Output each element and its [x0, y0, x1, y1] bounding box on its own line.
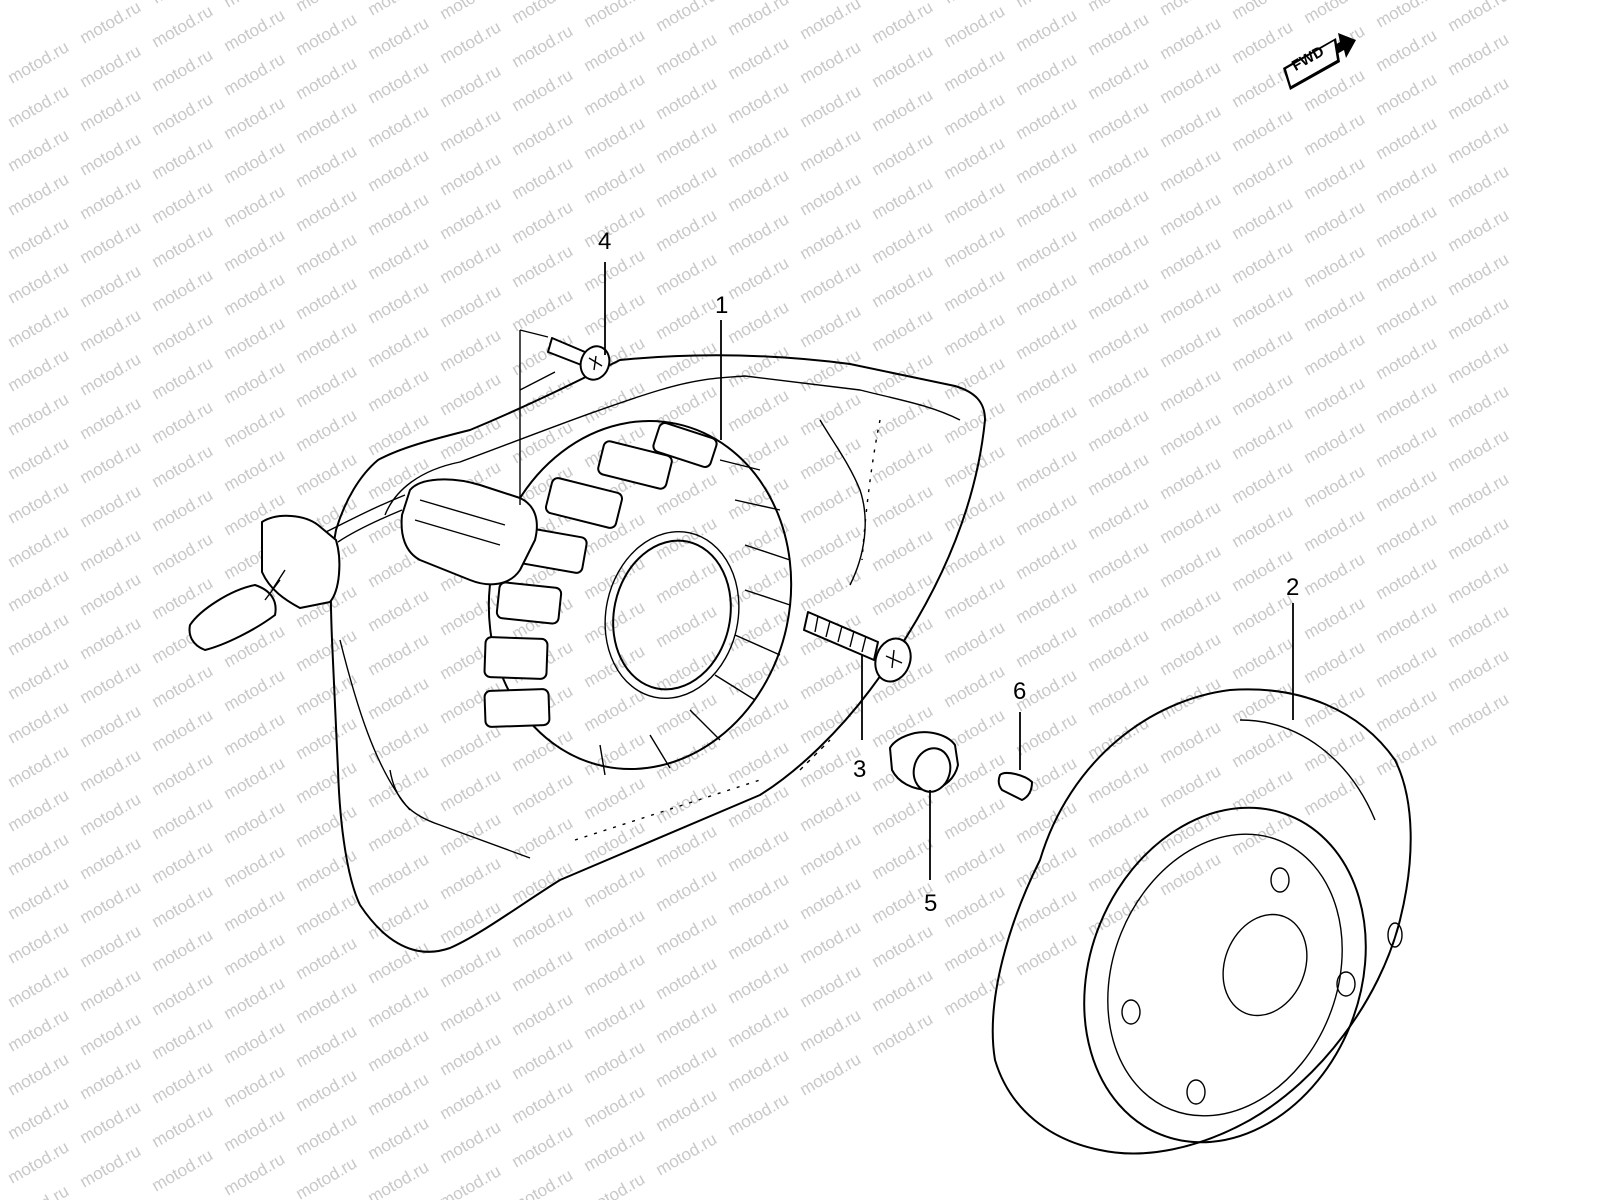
fwd-arrow-icon	[1283, 33, 1356, 90]
callout-3: 3	[853, 756, 867, 783]
nut-icon	[889, 731, 959, 793]
callout-1: 1	[715, 292, 729, 319]
flywheel-rotor-icon	[991, 688, 1412, 1155]
callout-6: 6	[1013, 678, 1027, 705]
callout-2: 2	[1286, 574, 1300, 601]
leader-lines	[604, 262, 1294, 880]
stator-coil-icon	[483, 420, 793, 776]
woodruff-key-icon	[997, 772, 1033, 801]
generator-cover	[329, 354, 986, 953]
callout-5: 5	[924, 890, 938, 917]
wire-connector	[188, 514, 341, 651]
bolt-icon	[803, 611, 912, 683]
screw-icon	[519, 329, 611, 505]
callout-4: 4	[598, 228, 612, 255]
